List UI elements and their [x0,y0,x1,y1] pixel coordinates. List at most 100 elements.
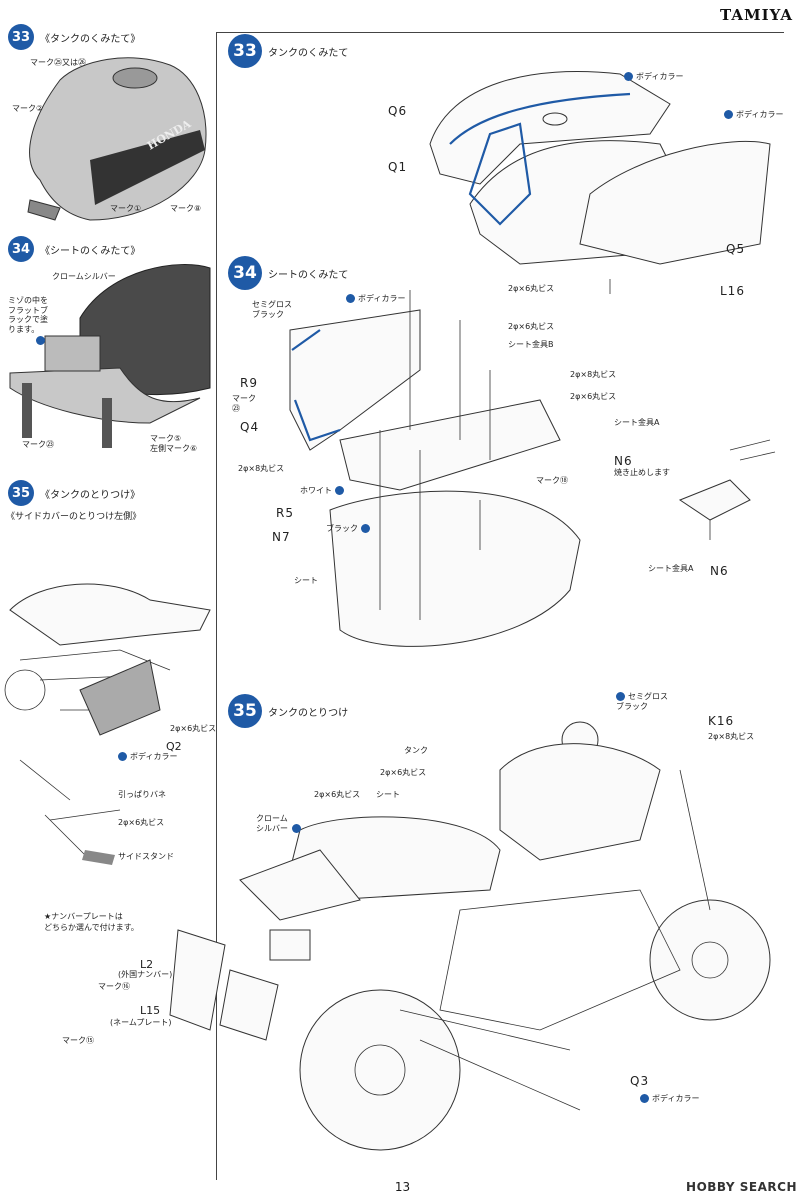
right34-label-12: 2φ×8丸ビス [238,464,285,473]
right35-label-10: ボディカラー [652,1094,700,1103]
paint-dot [616,692,625,701]
paint-dot [36,336,45,345]
right33-label-1: ボディカラー [636,72,684,81]
page-number: 13 [394,1180,411,1194]
right34-label-18: シート [294,576,318,585]
left33-label-4: マーク⑧ [170,204,202,213]
left-step35-title: 《タンクのとりつけ》 [40,489,141,501]
right33-label-5: Q5 [726,242,746,256]
left35-subtitle: 《サイドカバーのとりつけ左側》 [6,512,142,522]
right34-label-4: 2φ×6丸ビス [508,322,555,331]
right34-label-3: 2φ×6丸ビス [508,284,555,293]
right35-label-4: タンク [404,746,428,755]
plate-label-1: L2 [140,958,154,971]
brand-logo: TAMIYA [720,6,793,24]
left34-label-1: クロームシルバー [52,272,116,281]
left-step33-header: 33 《タンクのくみたて》 [8,24,140,50]
right33-label-4: Q1 [388,160,408,174]
plate-label-2: (外国ナンバー) [118,970,173,979]
paint-dot [292,823,301,833]
right34-label-11: シート金具A [614,418,660,427]
right34-label-10: 2φ×6丸ビス [570,392,617,401]
left-step34-badge: 34 [8,236,34,262]
left35-label-2: Q2 [166,740,182,753]
right35-label-1: セミグロス ブラック [616,692,668,711]
seat-illustration-small [9,264,211,448]
side-cover-illustration [4,583,211,865]
right-step34-title: シートのくみたて [268,269,349,281]
right35-label-6: 2φ×6丸ビス [314,790,361,799]
right-step34-badge: 34 [228,256,262,290]
left-step33-title: 《タンクのくみたて》 [40,33,141,45]
left35-label-1: 2φ×6丸ビス [170,724,217,733]
right34-label-17: N7 [272,530,291,544]
right-step33-title: タンクのくみたて [268,47,349,59]
left33-label-3: マーク① [110,204,142,213]
right-panel-frame [216,32,784,1180]
left35-label-4: 引っぱりバネ [118,790,166,799]
right33-label-2: ボディカラー [736,110,784,119]
plate-label-6: マーク⑮ [62,1036,94,1045]
right35-label-5: 2φ×6丸ビス [380,768,427,777]
right34-label-20: 焼き止めします [614,468,670,477]
paint-dot [361,524,370,533]
left34-label-3: マーク㉓ [22,440,54,449]
right34-label-6: R9 [240,376,258,390]
seat-exploded-illustration [289,290,581,647]
plate-label-5: (ネームプレート) [110,1018,172,1027]
right34-label-22: N6 [710,564,729,578]
right-step34-header: 34 シートのくみたて [228,256,348,290]
right-step33-header: 33 タンクのくみたて [228,34,348,68]
right34-label-5: シート金具B [508,340,554,349]
left-step34-header: 34 《シートのくみたて》 [8,236,140,262]
paint-dot [346,294,355,303]
paint-dot [624,72,633,81]
right35-label-8: クローム シルバー [256,814,288,833]
right35-label-2: K16 [708,714,735,728]
right34-label-8: Q4 [240,420,260,434]
right34-label-7: マーク ㉓ [232,394,256,413]
right-step35-header: 35 タンクのとりつけ [228,694,348,728]
left35-label-6: サイドスタンド [118,852,174,861]
tank-illustration-small: HONDA [27,57,207,221]
right34-label-19: N6 [614,454,633,468]
left-step35-header: 35 《タンクのとりつけ》 [8,480,140,506]
right33-label-3: Q6 [388,104,408,118]
tank-exploded-illustration [429,71,771,294]
paint-dot [335,486,344,495]
left35-label-3: ボディカラー [130,752,178,761]
left33-label-1: マーク㉕又は㉖ [30,58,86,67]
right35-label-9: Q3 [630,1074,650,1088]
paint-dot [724,110,733,119]
plate-label-3: マーク⑯ [98,982,130,991]
watermark: HOBBY SEARCH [686,1180,797,1194]
right34-label-15: R5 [276,506,294,520]
paint-dot [118,752,127,761]
right34-label-14: マーク⑱ [536,476,568,485]
left35-label-5: 2φ×6丸ビス [118,818,165,827]
right34-label-9: 2φ×8丸ビス [570,370,617,379]
right35-label-3: 2φ×8丸ビス [708,732,755,741]
paint-dot [640,1094,649,1103]
right-step33-badge: 33 [228,34,262,68]
plate-note: ★ナンバープレートは どちらか選んで付けます。 [44,912,139,932]
right35-label-7: シート [376,790,400,799]
right34-label-13: ホワイト [300,486,332,495]
plate-label-4: L15 [140,1004,161,1017]
left-step34-title: 《シートのくみたて》 [40,245,141,257]
left-step33-badge: 33 [8,24,34,50]
left34-label-2: ミゾの中を フラットブ ラックで塗 ります。 [8,296,48,334]
right-step35-title: タンクのとりつけ [268,707,349,719]
left33-label-2: マーク② [12,104,44,113]
right34-label-2: ボディカラー [358,294,406,303]
soldering-detail-illustration [678,439,776,540]
right33-label-6: L16 [720,284,745,298]
right-step35-badge: 35 [228,694,262,728]
motorcycle-assembly-illustration [239,721,771,1151]
right34-label-1: セミグロス ブラック [252,300,292,319]
plates-illustration [169,929,279,1041]
left-step35-badge: 35 [8,480,34,506]
right34-label-16: ブラック [326,524,358,533]
left34-label-4: マーク⑤ 左側マーク⑥ [150,434,198,453]
right34-label-21: シート金具A [648,564,694,573]
